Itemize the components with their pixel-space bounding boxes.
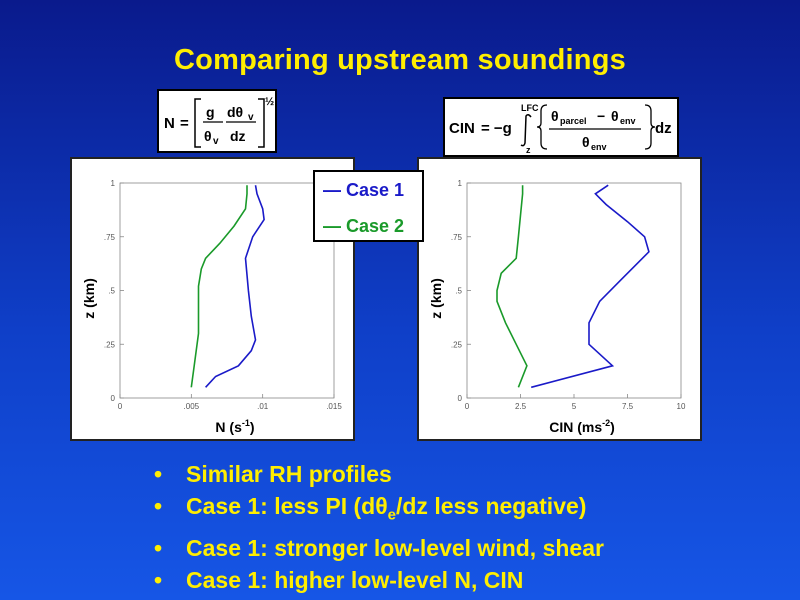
n-eq-dz: dz — [230, 128, 246, 144]
n-eq-theta-v-sub: v — [213, 136, 219, 147]
cin-eq-integral — [520, 113, 532, 147]
x-tick-label: .005 — [184, 402, 200, 411]
n-equation-graphic: N = g θ v dθ v dz ½ — [164, 96, 274, 148]
plot-frame — [466, 182, 682, 399]
y-tick-label: 0 — [111, 394, 116, 403]
series-line-case-2 — [190, 185, 248, 388]
y-axis-label: z (km) — [81, 278, 97, 318]
cin-eq-sub-env-den: env — [591, 142, 607, 152]
series-line-case-2 — [496, 185, 528, 388]
y-tick-label: 1 — [458, 179, 463, 188]
bullet-text: Case 1: less PI (dθ — [186, 493, 388, 519]
y-tick-label: .5 — [455, 287, 462, 296]
y-tick-label: .25 — [451, 340, 463, 349]
n-eq-theta-v: θ — [204, 128, 212, 144]
bullet-item: • Case 1: higher low-level N, CIN — [152, 564, 604, 596]
legend-label-case2: Case 2 — [346, 216, 405, 236]
slide-title: Comparing upstream soundings — [174, 44, 626, 76]
bullet-item: • Case 1: stronger low-level wind, shear — [152, 532, 604, 564]
bullet-marker: • — [154, 493, 163, 519]
cin-equation: CIN = −g LFC z θ parcel − θ env θ env dz — [443, 97, 679, 157]
cin-eq-left-brace — [536, 104, 548, 150]
n-eq-g: g — [206, 104, 215, 120]
bullet-marker: • — [154, 461, 163, 487]
x-tick-label: 10 — [677, 402, 686, 411]
n-equation: N = g θ v dθ v dz ½ — [157, 89, 277, 153]
x-axis-label: N (s-1) — [215, 418, 254, 435]
bullet-item: • Similar RH profiles — [152, 458, 604, 490]
legend-line-case2: — — [323, 216, 341, 236]
n-eq-power: ½ — [265, 96, 274, 108]
y-tick-label: .75 — [104, 233, 116, 242]
n-eq-dtheta-sub: v — [248, 112, 254, 123]
bullet-text-rest: /dz less negative) — [395, 493, 587, 519]
x-tick-label: .015 — [326, 402, 342, 411]
x-tick-label: 0 — [465, 402, 470, 411]
n-profile-chart: 0 .25 .5 .75 1 0 .005 .01 .015 N (s-1) z (km) — [70, 157, 355, 441]
y-axis-label: z (km) — [428, 278, 444, 318]
cin-eq-equals: = −g — [481, 120, 512, 137]
cin-eq-theta-env-den: θ — [582, 134, 590, 150]
y-tick-label: 1 — [111, 179, 116, 188]
cin-eq-theta-env: θ — [611, 108, 619, 124]
bullet-item: • Case 1: less PI (dθe/dz less negative) — [152, 490, 604, 532]
y-tick-label: .25 — [104, 340, 116, 349]
y-tick-label: 0 — [458, 394, 463, 403]
chart-legend: — Case 1 — Case 2 — [313, 170, 424, 242]
cin-eq-minus: − — [597, 108, 605, 124]
n-eq-equals: = — [180, 115, 189, 132]
cin-eq-theta-parcel: θ — [551, 108, 559, 124]
n-eq-right-bracket — [258, 98, 265, 148]
legend-item-case1: — Case 1 — [323, 180, 404, 201]
cin-eq-lhs: CIN — [449, 120, 475, 137]
y-tick-label: .5 — [108, 287, 115, 296]
legend-line-case1: — — [323, 180, 341, 200]
bullet-text: Case 1: higher low-level N, CIN — [186, 566, 524, 593]
bullet-text: Case 1: stronger low-level wind, shear — [186, 534, 604, 561]
cin-eq-right-brace — [644, 104, 656, 150]
x-tick-label: .01 — [257, 402, 269, 411]
x-tick-label: 2.5 — [515, 402, 527, 411]
cin-eq-upper-limit: LFC — [521, 103, 539, 113]
bullet-marker: • — [154, 566, 163, 593]
bullet-text: Similar RH profiles — [186, 461, 392, 487]
bullet-subscript: e — [387, 506, 396, 524]
cin-eq-lower-limit: z — [526, 145, 531, 155]
bullet-marker: • — [154, 534, 163, 561]
n-eq-left-bracket — [194, 98, 201, 148]
series-line-case-1 — [530, 184, 650, 389]
x-tick-label: 5 — [572, 402, 577, 411]
x-axis-label: CIN (ms-2) — [549, 418, 615, 435]
n-eq-lhs: N — [164, 115, 175, 132]
n-profile-plot: 0 .25 .5 .75 1 0 .005 .01 .015 N (s-1) z (km) — [81, 179, 342, 435]
x-tick-label: 0 — [118, 402, 123, 411]
series-line-case-1 — [205, 185, 265, 388]
cin-equation-graphic: CIN = −g LFC z θ parcel − θ env θ env dz — [449, 103, 672, 155]
cin-eq-sub-parcel: parcel — [560, 116, 587, 126]
n-eq-dtheta: dθ — [227, 104, 243, 120]
cin-eq-dz: dz — [655, 120, 672, 137]
y-tick-label: .75 — [451, 233, 463, 242]
legend-label-case1: Case 1 — [346, 180, 405, 200]
plot-frame — [119, 182, 335, 399]
cin-eq-sub-env: env — [620, 116, 636, 126]
bullet-list: • Similar RH profiles • Case 1: less PI … — [152, 458, 604, 596]
x-tick-label: 7.5 — [622, 402, 634, 411]
legend-item-case2: — Case 2 — [323, 216, 404, 237]
